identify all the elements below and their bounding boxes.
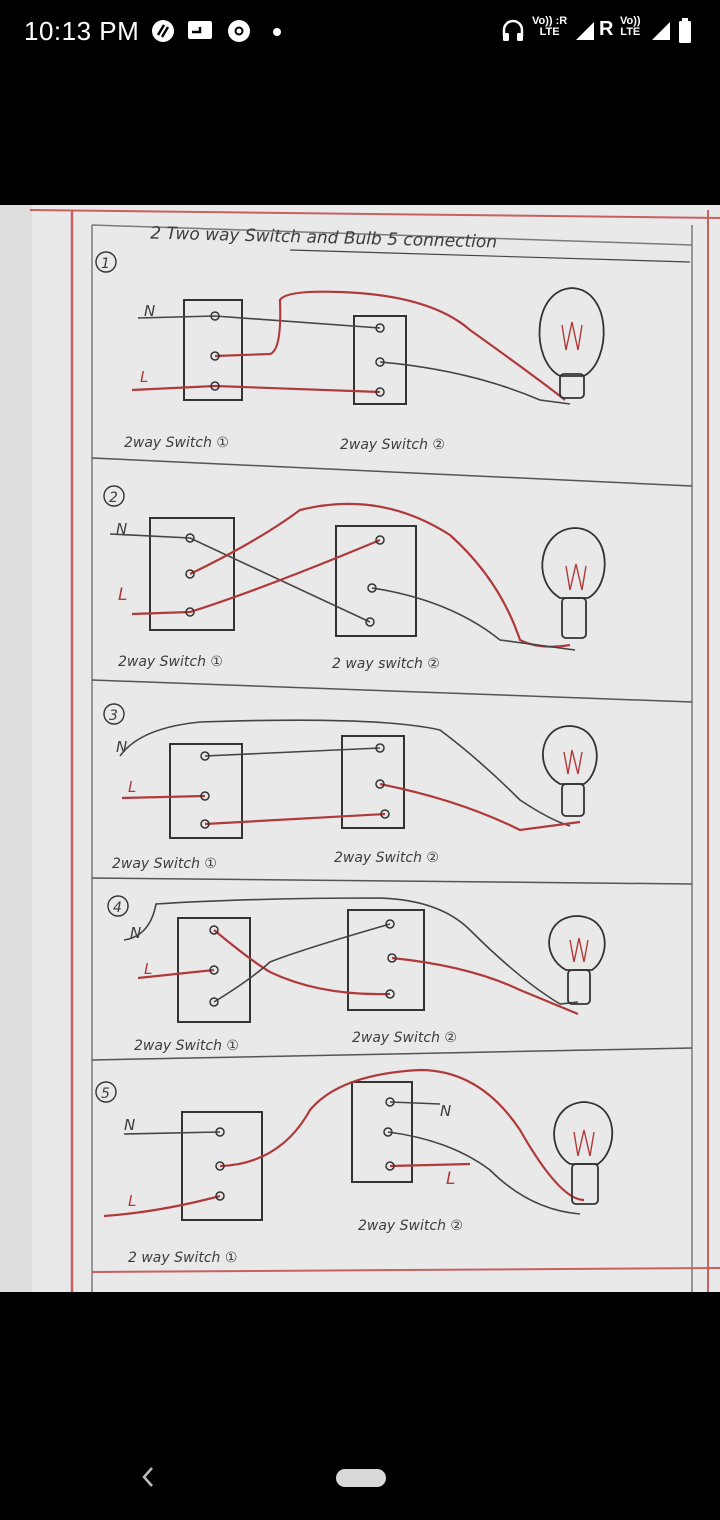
headset-icon [502, 19, 524, 41]
wiring-diagram-page: 2 Two way Switch and Bulb 5 connection 1… [0, 205, 720, 1292]
status-bar: 10:13 PM Vo)) :R LTE R Vo)) LTE [0, 0, 720, 64]
diagram-5-switch-2-neutral: N [440, 1102, 451, 1120]
back-chevron-icon[interactable] [138, 1462, 158, 1492]
diagram-4-switch-2-label: 2way Switch ② [352, 1030, 457, 1046]
diagram-2-switch-2-label: 2 way switch ② [332, 656, 440, 672]
battery-icon [679, 18, 691, 43]
diagram-5-switch-1-label: 2 way Switch ① [128, 1250, 237, 1266]
diagram-4-number: 4 [113, 900, 122, 916]
home-button[interactable] [336, 1469, 386, 1487]
notebook-photo[interactable]: 2 Two way Switch and Bulb 5 connection 1… [0, 205, 720, 1292]
diagram-5-number: 5 [101, 1086, 110, 1102]
diagram-4-switch-1-label: 2way Switch ① [134, 1038, 239, 1054]
diagram-5-switch-2-label: 2way Switch ② [358, 1218, 463, 1234]
diagram-1-switch-2-label: 2way Switch ② [340, 437, 445, 453]
diagram-4-live: L [144, 960, 152, 978]
signal-2-icon [652, 22, 670, 40]
diagram-3: 3 N L 2way Switch ① 2way Switch ② [103, 703, 598, 872]
diagram-5-switch-2-live: L [446, 1169, 455, 1189]
diagram-2-neutral: N [116, 520, 127, 538]
diagram-5-bulb-icon [553, 1101, 614, 1205]
diagram-5-neutral: N [124, 1116, 135, 1134]
diagram-3-neutral: N [116, 738, 127, 756]
diagram-3-bulb-icon [542, 725, 598, 817]
diagram-1-bulb-icon [538, 287, 605, 399]
diagram-2-bulb-icon [541, 527, 606, 639]
diagram-4-neutral: N [130, 924, 141, 942]
chrome-icon [228, 20, 250, 42]
more-notifications-dot-icon [273, 28, 281, 36]
diagram-4-bulb-icon [548, 915, 606, 1005]
diagram-5: 5 N L N L 2 way Switch ① 2way Switch ② [95, 1068, 614, 1266]
app-notification-icon [152, 20, 174, 42]
roaming-indicator: R [599, 18, 614, 40]
diagram-1-neutral: N [144, 302, 155, 320]
message-icon [188, 21, 212, 39]
diagram-3-switch-2-label: 2way Switch ② [334, 850, 439, 866]
diagram-3-live: L [128, 778, 136, 796]
diagram-2-live: L [118, 585, 127, 605]
network-1-indicator: Vo)) :R LTE [532, 15, 568, 38]
diagram-4: 4 N L 2way Switch ① 2way Switch ② [107, 895, 606, 1054]
diagram-2-number: 2 [109, 490, 118, 506]
status-time: 10:13 PM [24, 16, 140, 46]
diagram-1-live: L [140, 368, 148, 386]
diagram-2-switch-1-label: 2way Switch ① [118, 654, 223, 670]
signal-1-icon [576, 22, 594, 40]
diagram-1-number: 1 [101, 256, 110, 272]
diagram-1-switch-1-label: 2way Switch ① [124, 435, 229, 451]
diagram-3-number: 3 [109, 708, 118, 724]
diagram-3-switch-1-label: 2way Switch ① [112, 856, 217, 872]
diagram-1: 1 N L 2way Switch ① 2way Switch ② [95, 251, 605, 453]
diagram-5-live: L [128, 1192, 136, 1210]
diagram-2: 2 N L 2way Switch ① 2 way switch ② [103, 485, 606, 672]
network-2-indicator: Vo)) LTE [620, 15, 641, 38]
